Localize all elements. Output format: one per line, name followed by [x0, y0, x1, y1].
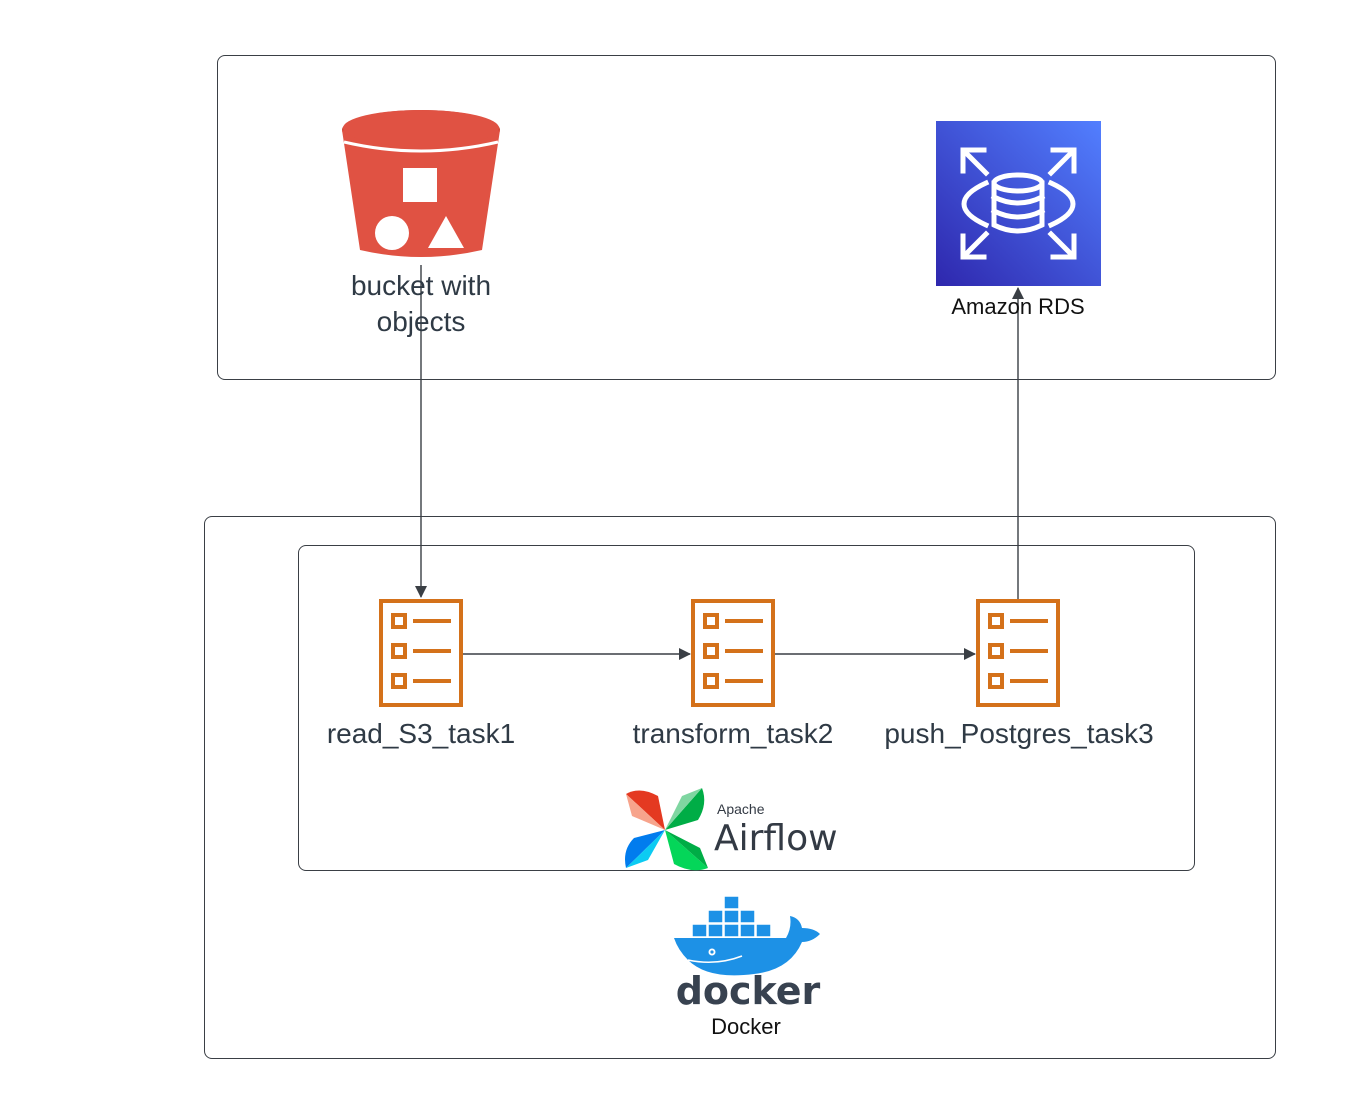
task-list-icon: [379, 599, 463, 707]
airflow-group-frame: [298, 545, 1195, 871]
task-list-icon: [976, 599, 1060, 707]
s3-node-label: bucket with objects: [350, 270, 492, 337]
aws-group-frame: [217, 55, 1276, 380]
rds-database-icon: [936, 121, 1101, 286]
airflow-logo: Apache Airflow: [625, 788, 838, 871]
airflow-pinwheel-icon: [625, 788, 708, 871]
docker-whale-icon: [674, 895, 820, 976]
task-list-icon: [691, 599, 775, 707]
task3-label: push_Postgres_task3: [884, 718, 1154, 749]
task1-label: read_S3_task1: [326, 718, 516, 749]
task2-label: transform_task2: [632, 718, 834, 749]
docker-logo: docker: [674, 895, 821, 1010]
docker-logo-wordmark: docker: [676, 969, 821, 1010]
docker-group-frame: [204, 516, 1276, 1059]
airflow-logo-big-text: Airflow: [714, 818, 838, 859]
airflow-logo-small-text: Apache: [717, 801, 765, 817]
docker-group-label: Docker: [711, 1014, 781, 1039]
s3-bucket-icon: [342, 110, 500, 257]
rds-node-label: Amazon RDS: [951, 294, 1085, 319]
